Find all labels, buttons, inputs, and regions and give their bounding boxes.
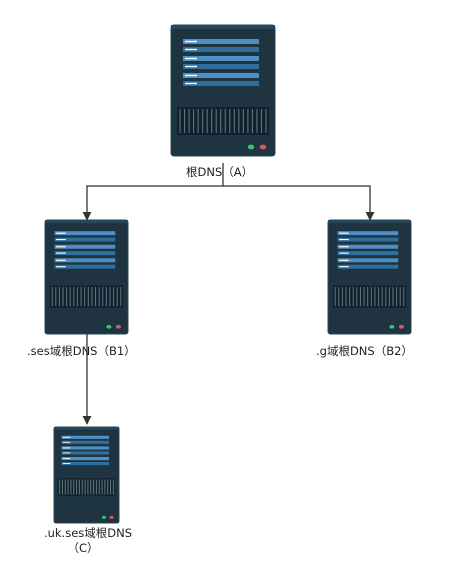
rack-bar <box>54 237 116 242</box>
server-icon <box>327 219 412 335</box>
node-label-c-line2: （C） <box>67 541 99 555</box>
rack-indicator <box>62 441 71 443</box>
node-label-c: .uk.ses域根DNS （C） <box>38 526 138 556</box>
rack-bar <box>183 81 259 86</box>
vent-grille <box>332 285 407 308</box>
rack-bar <box>183 47 259 52</box>
server-body <box>170 24 276 157</box>
rack-indicator <box>339 252 349 254</box>
rack-indicator <box>339 246 349 248</box>
rack-bar <box>183 73 259 78</box>
vent-grille <box>57 478 116 496</box>
rack-indicator <box>185 57 197 60</box>
node-label-c-line1: .uk.ses域根DNS <box>43 526 133 540</box>
rack-bar <box>337 258 399 263</box>
rack-indicator <box>339 238 349 241</box>
rack-indicator <box>185 74 197 77</box>
rack-indicator <box>56 246 66 248</box>
rack-indicator <box>56 252 66 254</box>
rack-bar <box>61 457 109 461</box>
rack-indicator <box>185 48 197 51</box>
rack-indicator <box>185 40 197 43</box>
server-icon <box>170 24 276 157</box>
status-led-red <box>109 515 114 519</box>
rack-bar <box>54 264 116 269</box>
rack-indicator <box>56 259 66 261</box>
rack-bar <box>337 251 399 256</box>
server-icon <box>53 426 120 524</box>
rack-bar <box>337 264 399 269</box>
status-led-green <box>247 144 255 150</box>
server-top-cap <box>54 427 119 430</box>
rack-indicator <box>56 232 66 234</box>
status-led-red <box>398 324 404 329</box>
rack-indicator <box>62 452 71 454</box>
rack-indicator <box>339 232 349 234</box>
node-label-b1: .ses域根DNS（B1） <box>27 344 136 358</box>
status-led-green <box>102 515 106 519</box>
rack-indicator <box>339 259 349 261</box>
server-top-cap <box>45 220 128 224</box>
node-label-a: 根DNS（A） <box>186 165 254 179</box>
rack-bar <box>337 244 399 249</box>
connectors <box>82 163 375 425</box>
rack-indicator <box>185 82 197 85</box>
server-top-cap <box>171 25 275 29</box>
rack-bar <box>54 258 116 263</box>
rack-bar <box>61 446 109 450</box>
status-led-green <box>389 324 395 329</box>
rack-bar <box>337 231 399 236</box>
rack-indicator <box>62 447 71 449</box>
rack-indicator <box>339 266 349 268</box>
status-led-red <box>115 324 121 329</box>
server-top-cap <box>328 220 411 224</box>
edge-a-to-b1 <box>82 163 224 221</box>
rack-bar <box>183 56 259 61</box>
server-icon <box>44 219 129 335</box>
rack-indicator <box>185 65 197 68</box>
rack-bar <box>61 451 109 455</box>
edge-a-to-b2 <box>223 185 375 221</box>
rack-bar <box>61 462 109 466</box>
node-label-b2: .g域根DNS（B2） <box>316 344 413 358</box>
rack-bar <box>54 231 116 236</box>
rack-indicator <box>56 266 66 268</box>
rack-bar <box>337 237 399 242</box>
status-led-red <box>259 144 267 150</box>
rack-bar <box>61 440 109 444</box>
rack-indicator <box>62 458 71 459</box>
vent-grille <box>49 285 124 308</box>
rack-bar <box>54 244 116 249</box>
rack-bar <box>183 39 259 44</box>
status-led-green <box>106 324 112 329</box>
server-body <box>327 219 412 335</box>
rack-bar <box>61 435 109 439</box>
rack-bar <box>183 64 259 69</box>
vent-grille <box>177 107 269 135</box>
rack-bar <box>54 251 116 256</box>
rack-indicator <box>56 238 66 241</box>
server-body <box>44 219 129 335</box>
rack-indicator <box>62 463 71 464</box>
rack-indicator <box>62 436 71 438</box>
